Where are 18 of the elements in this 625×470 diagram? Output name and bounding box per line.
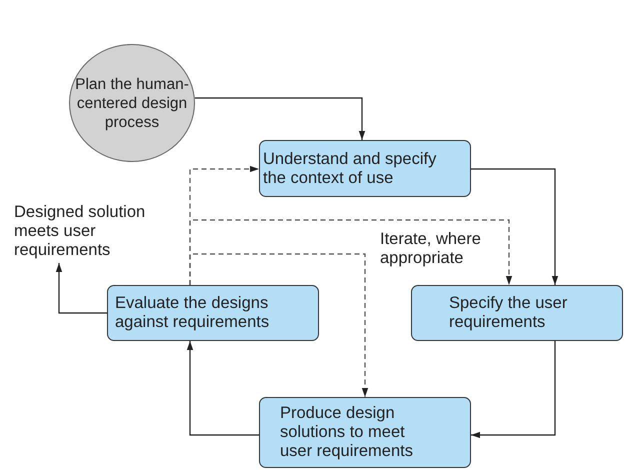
node-text: Plan the human-centered design process — [74, 74, 190, 132]
arrow — [186, 341, 259, 436]
process-box — [107, 285, 319, 341]
arrow — [471, 341, 556, 438]
outcome-text: Designed solution meets user requirements — [14, 203, 146, 260]
node-text: Evaluate the designs against requirements — [115, 294, 270, 332]
process-box — [259, 140, 471, 197]
arrow — [194, 97, 366, 140]
arrow — [56, 263, 107, 314]
arrow — [189, 253, 368, 397]
node-text: Specify the user requirements — [449, 294, 568, 332]
arrow — [471, 168, 558, 285]
process-box — [259, 397, 471, 468]
node-text: Understand and specify the context of use — [263, 150, 438, 188]
node-text: Produce design solutions to meet user requirements — [280, 404, 414, 461]
arrow — [189, 219, 512, 285]
process-box — [411, 285, 623, 341]
note-text: Iterate, where appropriate — [380, 230, 482, 268]
